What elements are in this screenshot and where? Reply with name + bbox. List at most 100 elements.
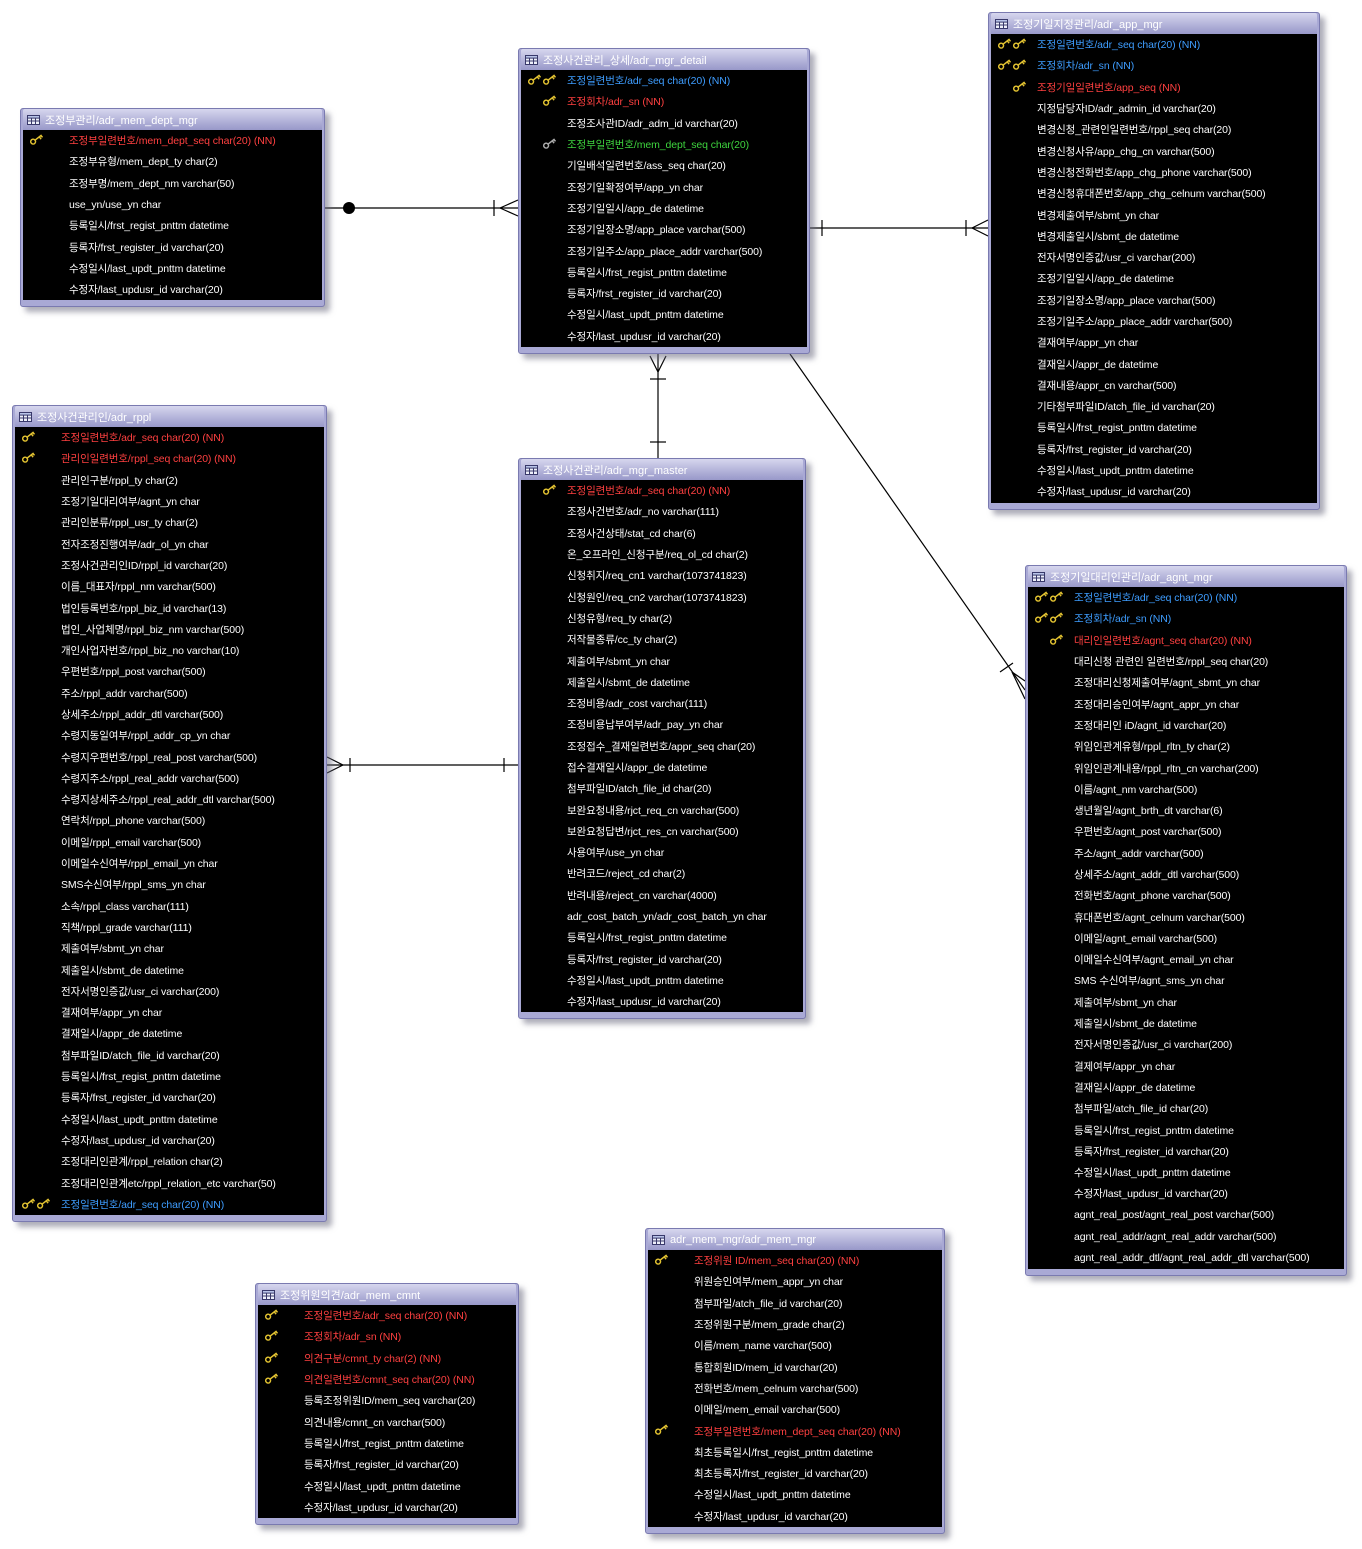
column-row[interactable]: 첨부파일ID/atch_file_id varchar(20) xyxy=(15,1045,324,1066)
column-row[interactable]: 수령지우편번호/rppl_real_post varchar(500) xyxy=(15,746,324,767)
column-row[interactable]: 조정부일련번호/mem_dept_seq char(20) (NN) xyxy=(23,130,322,151)
entity-titlebar[interactable]: 조정부관리/adr_mem_dept_mgr xyxy=(23,109,322,130)
column-row[interactable]: 수정일시/last_updt_pnttm datetime xyxy=(521,304,807,325)
column-row[interactable]: 등록자/frst_register_id varchar(20) xyxy=(15,1087,324,1108)
column-row[interactable]: 수정일시/last_updt_pnttm datetime xyxy=(991,460,1317,481)
column-row[interactable]: 관리인일련번호/rppl_seq char(20) (NN) xyxy=(15,448,324,469)
column-row[interactable]: 조정일련번호/adr_seq char(20) (NN) xyxy=(521,70,807,91)
column-row[interactable]: 결재내용/appr_cn varchar(500) xyxy=(991,375,1317,396)
column-row[interactable]: 수정자/last_updusr_id varchar(20) xyxy=(521,991,803,1012)
column-row[interactable]: 위임인관계내용/rppl_rltn_cn varchar(200) xyxy=(1028,757,1344,778)
column-row[interactable]: 결재일시/appr_de datetime xyxy=(1028,1077,1344,1098)
column-row[interactable]: 조정사건상태/stat_cd char(6) xyxy=(521,523,803,544)
column-row[interactable]: 수정자/last_updusr_id varchar(20) xyxy=(648,1506,942,1527)
column-row[interactable]: 제출여부/sbmt_yn char xyxy=(521,650,803,671)
column-row[interactable]: 변경제출여부/sbmt_yn char xyxy=(991,204,1317,225)
column-row[interactable]: 조정일련번호/adr_seq char(20) (NN) xyxy=(258,1305,516,1326)
column-row[interactable]: 기타첨부파일ID/atch_file_id varchar(20) xyxy=(991,396,1317,417)
column-row[interactable]: 제출일시/sbmt_de datetime xyxy=(15,959,324,980)
column-row[interactable]: agnt_real_addr/agnt_real_addr varchar(50… xyxy=(1028,1226,1344,1247)
column-row[interactable]: 조정대리신청제출여부/agnt_sbmt_yn char xyxy=(1028,672,1344,693)
column-row[interactable]: 수정일시/last_updt_pnttm datetime xyxy=(521,970,803,991)
column-row[interactable]: 등록일시/frst_regist_pnttm datetime xyxy=(15,1066,324,1087)
column-row[interactable]: 조정비용/adr_cost varchar(111) xyxy=(521,693,803,714)
column-row[interactable]: 최초등록일시/frst_regist_pnttm datetime xyxy=(648,1442,942,1463)
column-row[interactable]: 전화번호/agnt_phone varchar(500) xyxy=(1028,885,1344,906)
column-row[interactable]: 결재여부/appr_yn char xyxy=(15,1002,324,1023)
column-row[interactable]: 조정일련번호/adr_seq char(20) (NN) xyxy=(521,480,803,501)
entity-titlebar[interactable]: 조정기일지정관리/adr_app_mgr xyxy=(991,13,1317,34)
entity-titlebar[interactable]: 조정기일대리인관리/adr_agnt_mgr xyxy=(1028,566,1344,587)
relationship-adr_mgr_detail--adr_app_mgr[interactable] xyxy=(810,219,989,237)
column-row[interactable]: 주소/rppl_addr varchar(500) xyxy=(15,683,324,704)
column-row[interactable]: 수령지동일여부/rppl_addr_cp_yn char xyxy=(15,725,324,746)
entity-titlebar[interactable]: 조정위원의견/adr_mem_cmnt xyxy=(258,1284,516,1305)
column-row[interactable]: 변경제출일시/sbmt_de datetime xyxy=(991,226,1317,247)
column-row[interactable]: 이메일수신여부/agnt_email_yn char xyxy=(1028,949,1344,970)
column-row[interactable]: 등록자/frst_register_id varchar(20) xyxy=(258,1454,516,1475)
column-row[interactable]: 수령지주소/rppl_real_addr varchar(500) xyxy=(15,768,324,789)
column-row[interactable]: 접수결재일시/appr_de datetime xyxy=(521,757,803,778)
column-row[interactable]: 등록일시/frst_regist_pnttm datetime xyxy=(258,1433,516,1454)
column-row[interactable]: 우편번호/agnt_post varchar(500) xyxy=(1028,821,1344,842)
column-row[interactable]: 이름_대표자/rppl_nm varchar(500) xyxy=(15,576,324,597)
column-row[interactable]: SMS 수신여부/agnt_sms_yn char xyxy=(1028,970,1344,991)
column-row[interactable]: 조정기일확정여부/app_yn char xyxy=(521,176,807,197)
column-row[interactable]: 수정일시/last_updt_pnttm datetime xyxy=(1028,1162,1344,1183)
column-row[interactable]: agnt_real_post/agnt_real_post varchar(50… xyxy=(1028,1205,1344,1226)
column-row[interactable]: 이메일/agnt_email varchar(500) xyxy=(1028,928,1344,949)
column-row[interactable]: 수정자/last_updusr_id varchar(20) xyxy=(1028,1183,1344,1204)
column-row[interactable]: agnt_real_addr_dtl/agnt_real_addr_dtl va… xyxy=(1028,1247,1344,1268)
column-row[interactable]: 이메일수신여부/rppl_email_yn char xyxy=(15,853,324,874)
column-row[interactable]: 사용여부/use_yn char xyxy=(521,842,803,863)
column-row[interactable]: adr_cost_batch_yn/adr_cost_batch_yn char xyxy=(521,906,803,927)
column-row[interactable]: 수정자/last_updusr_id varchar(20) xyxy=(521,326,807,347)
column-row[interactable]: use_yn/use_yn char xyxy=(23,194,322,215)
column-row[interactable]: 위원승인여부/mem_appr_yn char xyxy=(648,1271,942,1292)
column-row[interactable]: 첨부파일/atch_file_id varchar(20) xyxy=(648,1293,942,1314)
column-row[interactable]: 이메일/mem_email varchar(500) xyxy=(648,1399,942,1420)
column-row[interactable]: 반려코드/reject_cd char(2) xyxy=(521,863,803,884)
column-row[interactable]: 법인등록번호/rppl_biz_id varchar(13) xyxy=(15,597,324,618)
relationship-adr_mem_dept_mgr--adr_mgr_detail[interactable] xyxy=(325,199,519,217)
column-row[interactable]: 수정자/last_updusr_id varchar(20) xyxy=(258,1497,516,1518)
column-row[interactable]: 제출일시/sbmt_de datetime xyxy=(521,672,803,693)
entity-titlebar[interactable]: 조정사건관리/adr_mgr_master xyxy=(521,459,803,480)
column-row[interactable]: 조정기일주소/app_place_addr varchar(500) xyxy=(521,240,807,261)
column-row[interactable]: 저작물종류/cc_ty char(2) xyxy=(521,629,803,650)
column-row[interactable]: 조정기일장소명/app_place varchar(500) xyxy=(991,290,1317,311)
column-row[interactable]: 수정자/last_updusr_id varchar(20) xyxy=(23,279,322,300)
column-row[interactable]: 소속/rppl_class varchar(111) xyxy=(15,896,324,917)
relationship-adr_rppl--adr_mgr_master[interactable] xyxy=(326,756,518,774)
column-row[interactable]: 조정일련번호/adr_seq char(20) (NN) xyxy=(15,1194,324,1215)
column-row[interactable]: 조정대리인관계/rppl_relation char(2) xyxy=(15,1151,324,1172)
column-row[interactable]: 온_오프라인_신청구분/req_ol_cd char(2) xyxy=(521,544,803,565)
column-row[interactable]: 의견일련번호/cmnt_seq char(20) (NN) xyxy=(258,1369,516,1390)
column-row[interactable]: 변경신청_관련인일련번호/rppl_seq char(20) xyxy=(991,119,1317,140)
column-row[interactable]: 전화번호/mem_celnum varchar(500) xyxy=(648,1378,942,1399)
column-row[interactable]: 위임인관계유형/rppl_rltn_ty char(2) xyxy=(1028,736,1344,757)
column-row[interactable]: 관리인구분/rppl_ty char(2) xyxy=(15,470,324,491)
column-row[interactable]: 등록자/frst_register_id varchar(20) xyxy=(23,236,322,257)
column-row[interactable]: 조정부명/mem_dept_nm varchar(50) xyxy=(23,173,322,194)
column-row[interactable]: 조정기일대리여부/agnt_yn char xyxy=(15,491,324,512)
column-row[interactable]: 변경신청사유/app_chg_cn varchar(500) xyxy=(991,140,1317,161)
column-row[interactable]: 조정접수_결재일련번호/appr_seq char(20) xyxy=(521,736,803,757)
column-row[interactable]: 조정위원구분/mem_grade char(2) xyxy=(648,1314,942,1335)
column-row[interactable]: 최초등록자/frst_register_id varchar(20) xyxy=(648,1463,942,1484)
column-row[interactable]: 첨부파일/atch_file_id char(20) xyxy=(1028,1098,1344,1119)
column-row[interactable]: SMS수신여부/rppl_sms_yn char xyxy=(15,874,324,895)
column-row[interactable]: 조정부유형/mem_dept_ty char(2) xyxy=(23,151,322,172)
column-row[interactable]: 등록일시/frst_regist_pnttm datetime xyxy=(991,417,1317,438)
column-row[interactable]: 생년월일/agnt_brth_dt varchar(6) xyxy=(1028,800,1344,821)
column-row[interactable]: 수정일시/last_updt_pnttm datetime xyxy=(648,1484,942,1505)
relationship-adr_mgr_detail--adr_mgr_master[interactable] xyxy=(649,354,667,458)
column-row[interactable]: 결재일시/appr_de datetime xyxy=(15,1023,324,1044)
column-row[interactable]: 제출일시/sbmt_de datetime xyxy=(1028,1013,1344,1034)
column-row[interactable]: 조정부일련번호/mem_dept_seq char(20) (NN) xyxy=(648,1420,942,1441)
column-row[interactable]: 등록일시/frst_regist_pnttm datetime xyxy=(521,262,807,283)
column-row[interactable]: 조정회차/adr_sn (NN) xyxy=(521,91,807,112)
column-row[interactable]: 상세주소/agnt_addr_dtl varchar(500) xyxy=(1028,864,1344,885)
